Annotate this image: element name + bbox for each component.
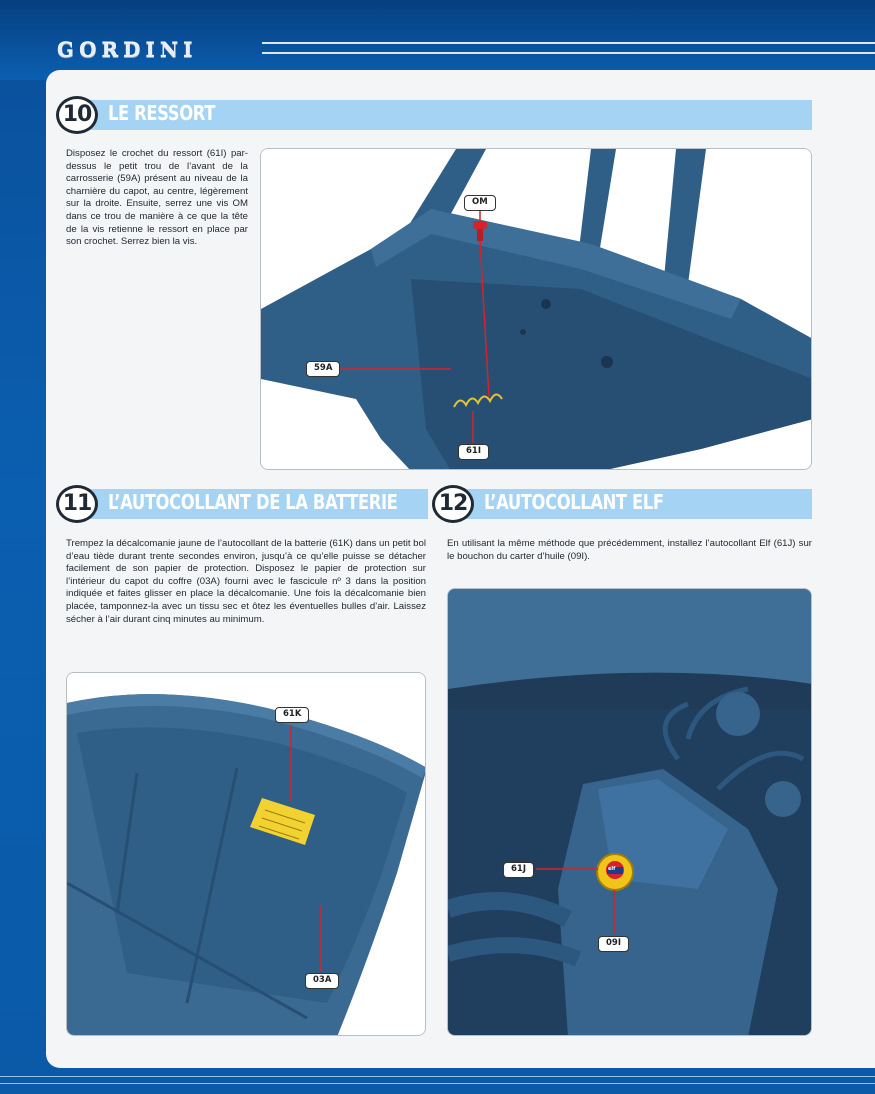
section-title: LE RESSORT [108, 101, 216, 125]
section-title: L’AUTOCOLLANT DE LA BATTERIE [108, 490, 398, 514]
section-10-text: Disposez le crochet du ressort (61I) par… [66, 148, 248, 248]
section-10-header: 10 LE RESSORT [56, 96, 812, 134]
oil-cap [596, 853, 634, 891]
callout-label: OM [464, 195, 496, 211]
section-title: L’AUTOCOLLANT ELF [484, 490, 664, 514]
header-band [0, 0, 875, 80]
section-bar [78, 489, 428, 519]
footer-rule [0, 1076, 875, 1084]
section-11-text: Trempez la décalcomanie jaune de l’autoc… [66, 538, 426, 625]
callout-label: 59A [306, 361, 341, 377]
callout-label: 09I [598, 936, 629, 952]
elf-cap-label: elf [608, 866, 616, 872]
screw-part [473, 221, 487, 241]
callout-label: 61I [458, 444, 489, 460]
callout-label: 61K [275, 707, 310, 723]
section-12-illustration: 61J 09I elf [447, 588, 812, 1036]
battery-decal [250, 798, 315, 845]
header-rule [262, 42, 875, 54]
section-number: 12 [432, 485, 474, 523]
brand-logo: GORDINI [57, 38, 198, 62]
callout-label: 03A [305, 973, 340, 989]
section-12-header: 12 L’AUTOCOLLANT ELF [432, 485, 812, 523]
callout-label: 61J [503, 862, 534, 878]
section-12-text: En utilisant la même méthode que précéde… [447, 538, 812, 562]
section-11-illustration: 61K 03A [66, 672, 426, 1036]
section-bar [454, 489, 812, 519]
section-11-header: 11 L’AUTOCOLLANT DE LA BATTERIE [56, 485, 428, 523]
section-number: 10 [56, 96, 98, 134]
section-number: 11 [56, 485, 98, 523]
section-bar [78, 100, 812, 130]
section-10-illustration: OM 59A 61I [260, 148, 812, 470]
spring-part [453, 393, 503, 408]
